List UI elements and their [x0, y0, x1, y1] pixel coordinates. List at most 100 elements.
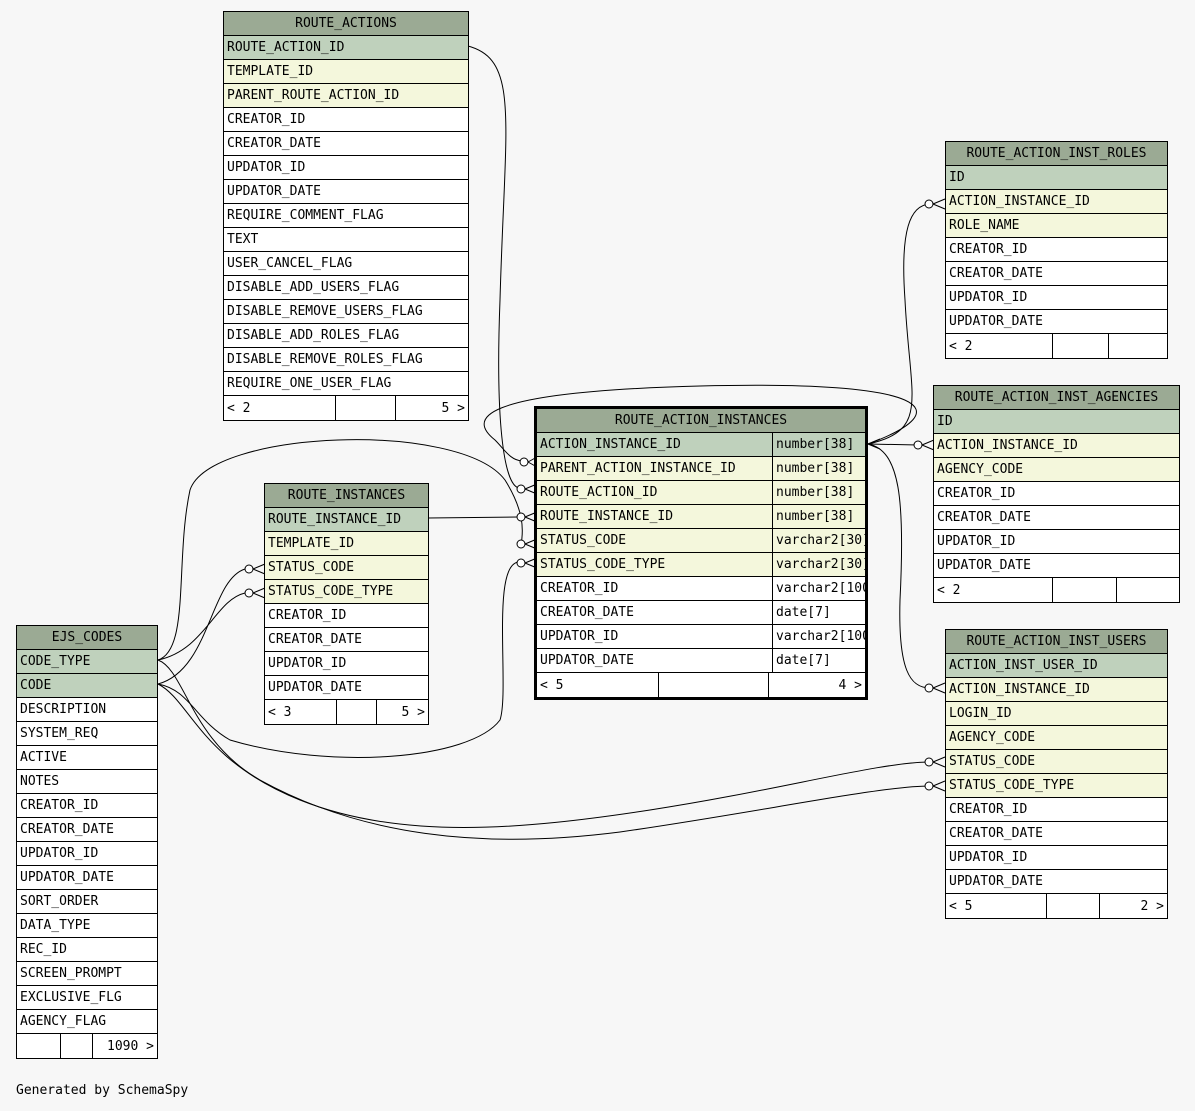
parents-count[interactable]: < 3 — [265, 700, 337, 724]
column-row[interactable]: STATUS_CODE — [265, 556, 428, 580]
column-row[interactable]: UPDATOR_ID — [934, 530, 1179, 554]
parents-count[interactable]: < 5 — [946, 894, 1047, 918]
column-row[interactable]: UPDATOR_ID — [224, 156, 468, 180]
column-row[interactable]: REQUIRE_COMMENT_FLAG — [224, 204, 468, 228]
column-row[interactable]: EXCLUSIVE_FLG — [17, 986, 157, 1010]
column-row[interactable]: ACTION_INSTANCE_ID — [934, 434, 1179, 458]
table-header[interactable]: EJS_CODES — [17, 626, 157, 650]
column-row[interactable]: CREATOR_DATE — [224, 132, 468, 156]
column-row[interactable]: UPDATOR_ID — [265, 652, 428, 676]
column-row[interactable]: CREATOR_DATE — [946, 822, 1167, 846]
parents-count[interactable] — [17, 1034, 61, 1058]
column-row[interactable]: TEMPLATE_ID — [224, 60, 468, 84]
column-row[interactable]: TEXT — [224, 228, 468, 252]
parents-count[interactable]: < 2 — [946, 334, 1053, 358]
children-count[interactable]: 2 > — [1140, 898, 1164, 914]
column-row[interactable]: PARENT_ROUTE_ACTION_ID — [224, 84, 468, 108]
column-row[interactable]: ROLE_NAME — [946, 214, 1167, 238]
column-row[interactable]: CREATOR_ID — [17, 794, 157, 818]
table-header[interactable]: ROUTE_ACTION_INST_USERS — [946, 630, 1167, 654]
column-row[interactable]: REC_ID — [17, 938, 157, 962]
table-header[interactable]: ROUTE_ACTIONS — [224, 12, 468, 36]
column-row[interactable]: STATUS_CODE_TYPE — [265, 580, 428, 604]
children-count[interactable]: 4 > — [838, 677, 862, 693]
column-row[interactable]: ACTION_INSTANCE_ID — [946, 678, 1167, 702]
column-row[interactable]: ROUTE_INSTANCE_ID — [265, 508, 428, 532]
column-row[interactable]: CODE_TYPE — [17, 650, 157, 674]
column-row[interactable]: CREATOR_ID — [265, 604, 428, 628]
parents-count[interactable]: < 2 — [934, 578, 1053, 602]
column-row[interactable]: USER_CANCEL_FLAG — [224, 252, 468, 276]
children-count[interactable] — [1109, 334, 1167, 358]
column-row[interactable]: SYSTEM_REQ — [17, 722, 157, 746]
column-row[interactable]: DISABLE_ADD_USERS_FLAG — [224, 276, 468, 300]
column-row[interactable]: UPDATOR_DATE — [946, 870, 1167, 894]
column-row[interactable]: CREATOR_DATE — [17, 818, 157, 842]
column-row[interactable]: UPDATOR_ID — [946, 286, 1167, 310]
column-row[interactable]: CREATOR_ID — [946, 798, 1167, 822]
parents-count[interactable]: < 2 — [224, 396, 336, 420]
table-header[interactable]: ROUTE_INSTANCES — [265, 484, 428, 508]
column-row[interactable]: CREATOR_DATE — [934, 506, 1179, 530]
column-row[interactable]: AGENCY_CODE — [934, 458, 1179, 482]
column-row[interactable]: UPDATOR_DATE — [946, 310, 1167, 334]
column-row[interactable]: STATUS_CODE_TYPE — [946, 774, 1167, 798]
column-row[interactable]: CREATOR_ID — [934, 482, 1179, 506]
column-row[interactable]: CREATOR_ID — [946, 238, 1167, 262]
column-row[interactable]: UPDATOR_DATE — [224, 180, 468, 204]
children-count[interactable]: 1090 > — [107, 1038, 154, 1054]
column-row[interactable]: SORT_ORDER — [17, 890, 157, 914]
column-row[interactable]: SCREEN_PROMPT — [17, 962, 157, 986]
table-header[interactable]: ROUTE_ACTION_INST_ROLES — [946, 142, 1167, 166]
column-row[interactable]: UPDATOR_DATE — [934, 554, 1179, 578]
column-row[interactable]: CREATOR_DATE — [265, 628, 428, 652]
column-row[interactable]: UPDATOR_DATE — [265, 676, 428, 700]
column-row[interactable]: NOTES — [17, 770, 157, 794]
column-row[interactable]: DESCRIPTION — [17, 698, 157, 722]
column-row[interactable]: TEMPLATE_ID — [265, 532, 428, 556]
column-row[interactable]: ACTION_INST_USER_ID — [946, 654, 1167, 678]
column-row[interactable]: DATA_TYPE — [17, 914, 157, 938]
column-row[interactable]: ID — [946, 166, 1167, 190]
column-row[interactable]: AGENCY_FLAG — [17, 1010, 157, 1034]
column-row[interactable]: LOGIN_ID — [946, 702, 1167, 726]
column-row[interactable]: CREATOR_DATE — [946, 262, 1167, 286]
children-count[interactable]: 5 > — [441, 400, 465, 416]
column-row[interactable]: ID — [934, 410, 1179, 434]
parents-count[interactable]: < 5 — [537, 673, 659, 697]
table-header[interactable]: ROUTE_ACTION_INSTANCES — [537, 409, 865, 433]
column-row[interactable]: ACTION_INSTANCE_ID — [946, 190, 1167, 214]
table-header[interactable]: ROUTE_ACTION_INST_AGENCIES — [934, 386, 1179, 410]
column-row[interactable]: DISABLE_ADD_ROLES_FLAG — [224, 324, 468, 348]
column-row[interactable]: DISABLE_REMOVE_USERS_FLAG — [224, 300, 468, 324]
column-row[interactable]: ROUTE_ACTION_ID — [224, 36, 468, 60]
column-row[interactable]: CODE — [17, 674, 157, 698]
column-row[interactable]: CREATOR_ID — [224, 108, 468, 132]
column-row[interactable]: AGENCY_CODE — [946, 726, 1167, 750]
column-row[interactable]: STATUS_CODE — [946, 750, 1167, 774]
column-row[interactable]: UPDATOR_DATE — [17, 866, 157, 890]
children-count[interactable] — [1117, 578, 1179, 602]
column-row[interactable]: UPDATOR_ID — [946, 846, 1167, 870]
column-row[interactable]: REQUIRE_ONE_USER_FLAG — [224, 372, 468, 396]
column-row[interactable]: DISABLE_REMOVE_ROLES_FLAG — [224, 348, 468, 372]
children-count[interactable]: 5 > — [401, 704, 425, 720]
column-row[interactable]: UPDATOR_ID — [17, 842, 157, 866]
